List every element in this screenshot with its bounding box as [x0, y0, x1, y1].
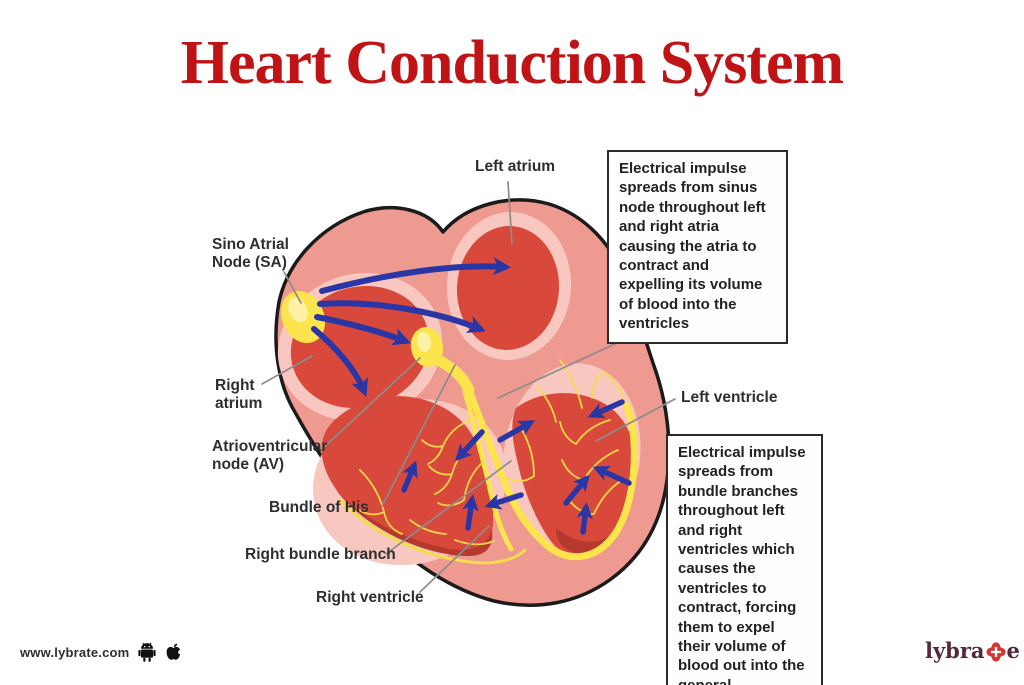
- label-av-node: Atrioventricular node (AV): [212, 438, 328, 473]
- page-title: Heart Conduction System: [180, 29, 844, 97]
- label-leader-lines: [261, 181, 676, 593]
- label-left-atrium: Left atrium: [475, 158, 556, 175]
- brand-logo: lybra e: [925, 638, 1020, 663]
- right-ventricle-wall-bundle: [338, 498, 527, 565]
- leader-right-atrium: [261, 355, 313, 385]
- label-right-bundle-branch: Right bundle branch: [245, 546, 396, 563]
- website-url: www.lybrate.com: [20, 645, 130, 660]
- callout-atria: Electrical impulse spreads from sinus no…: [607, 150, 788, 344]
- apple-icon: [167, 643, 183, 660]
- leader-right-ventricle: [419, 525, 490, 593]
- leader-right-bundle-branch: [385, 460, 512, 555]
- brand-logo-suffix: e: [1006, 638, 1020, 663]
- brand-logo-prefix: lybra: [925, 638, 985, 663]
- ventricular-impulse-arrows: [401, 399, 632, 535]
- av-node: [410, 327, 444, 367]
- leader-av-node: [321, 357, 421, 450]
- label-sa-node: Sino Atrial Node (SA): [212, 236, 289, 271]
- leader-sa-node: [283, 271, 302, 304]
- label-right-ventricle: Right ventricle: [316, 589, 424, 606]
- right-bundle-branch-path: [462, 389, 514, 552]
- android-icon: [138, 642, 157, 662]
- leader-bundle-of-his: [381, 364, 456, 507]
- leader-left-ventricle: [595, 398, 676, 442]
- callout-ventricles: Electrical impulse spreads from bundle b…: [666, 434, 823, 685]
- atrial-impulse-arrows: [311, 257, 512, 397]
- left-ventricle-chamber: [512, 393, 637, 556]
- label-bundle-of-his: Bundle of His: [269, 499, 369, 516]
- right-ventricle-shadow: [336, 490, 493, 557]
- heart-illustration: [274, 198, 671, 607]
- label-left-ventricle: Left ventricle: [681, 389, 778, 406]
- label-right-atrium: Right atrium: [215, 377, 263, 412]
- footer-left: www.lybrate.com: [20, 642, 183, 663]
- lybrate-cross-icon: [985, 641, 1006, 662]
- left-bundle-branch-path: [465, 386, 638, 561]
- leader-left-atrium: [507, 181, 513, 245]
